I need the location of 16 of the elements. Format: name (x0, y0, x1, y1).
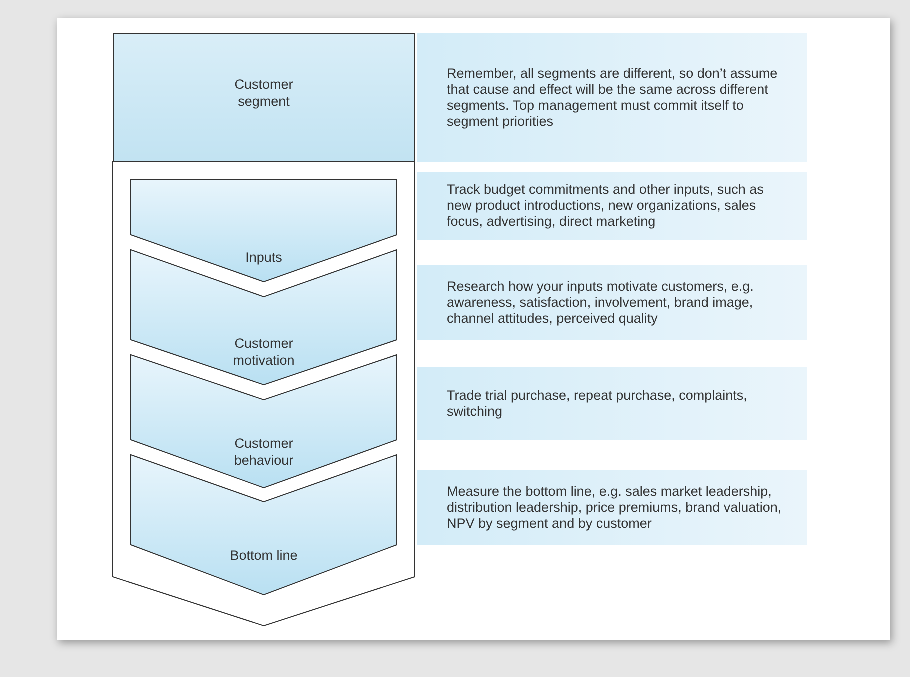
chevron-outline (113, 162, 415, 627)
note-band: Measure the bottom line, e.g. sales market leadership, distribution leadership, price premiums, brand valuation, NPV by segment and by customer (417, 470, 807, 545)
stage-label: Inputs (244, 248, 284, 266)
stage-label: Customer behaviour (233, 435, 295, 469)
note-band: Trade trial purchase, repeat purchase, complaints, switching (417, 367, 807, 440)
note-band: Remember, all segments are different, so don’t assume that cause and effect will be the same across different segments. Top management must commit itself to segment priorities (417, 33, 807, 162)
chevron-box (131, 180, 397, 283)
note-band: Research how your inputs motivate customers, e.g. awareness, satisfaction, involvement, brand image, channel attitudes, perceived quality (417, 265, 807, 340)
chevron-box (131, 455, 397, 596)
segment-box (113, 33, 415, 162)
stage-label: Customer segment (234, 76, 294, 110)
stage-label: Bottom line (229, 546, 299, 564)
chevron-box (131, 250, 397, 386)
chevron-box (131, 355, 397, 489)
note-band: Track budget commitments and other inputs, such as new product introductions, new organizations, sales focus, advertising, direct marketing (417, 172, 807, 240)
stage-label: Customer motivation (232, 335, 296, 369)
